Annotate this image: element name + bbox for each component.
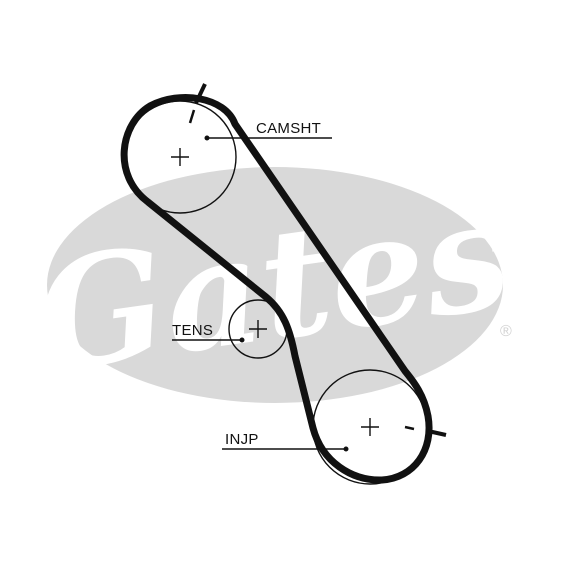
pump-timing-mark-inner bbox=[404, 425, 415, 431]
tensioner-center-cross bbox=[249, 320, 267, 338]
tensioner-leader bbox=[172, 337, 245, 343]
camshaft-center-cross bbox=[171, 148, 189, 166]
pump-timing-mark-outer bbox=[427, 429, 447, 437]
camshaft-timing-mark-outer bbox=[194, 83, 207, 104]
logo-wordmark: Gates bbox=[26, 166, 520, 406]
injection-pump-leader bbox=[222, 446, 349, 452]
injection-pump-center-cross bbox=[361, 418, 379, 436]
timing-marks bbox=[188, 83, 447, 437]
timing-belt bbox=[120, 94, 433, 484]
gates-logo-watermark: Gates ® bbox=[26, 166, 520, 406]
injection-pump-label: INJP bbox=[225, 431, 259, 448]
pulley-centers bbox=[171, 148, 379, 436]
logo-registered-mark: ® bbox=[500, 323, 512, 340]
leader-lines bbox=[172, 135, 349, 452]
tensioner-label: TENS bbox=[172, 322, 213, 339]
camshaft-timing-mark-inner bbox=[188, 109, 196, 124]
camshaft-label: CAMSHT bbox=[256, 120, 321, 137]
camshaft-leader bbox=[204, 135, 332, 141]
